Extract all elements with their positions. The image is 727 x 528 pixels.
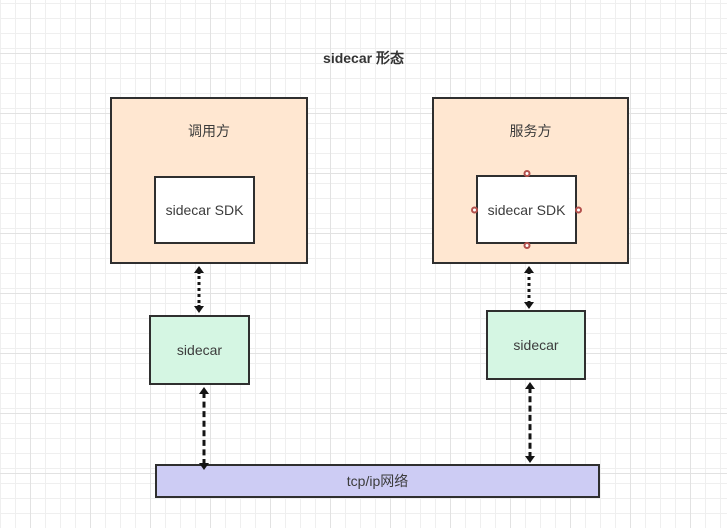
arrowhead-up-icon xyxy=(194,266,204,273)
arrow-caller-sidecar-network[interactable] xyxy=(197,387,211,470)
arrow-provider-sidecar[interactable] xyxy=(522,266,536,309)
arrowhead-down-icon xyxy=(194,306,204,313)
arrowhead-up-icon xyxy=(524,266,534,273)
connection-handle-left[interactable] xyxy=(471,206,478,213)
arrowhead-up-icon xyxy=(199,387,209,394)
arrow-line xyxy=(527,271,531,304)
node-caller-label: 调用方 xyxy=(188,123,230,139)
node-caller-sidecar[interactable]: sidecar xyxy=(149,315,250,385)
arrow-line xyxy=(197,271,201,308)
node-caller-sidecar-label: sidecar xyxy=(176,342,223,358)
node-network[interactable]: tcp/ip网络 xyxy=(155,464,600,498)
node-caller-sdk-label: sidecar SDK xyxy=(165,202,244,218)
arrow-line xyxy=(528,387,532,458)
arrowhead-down-icon xyxy=(525,456,535,463)
node-provider-sidecar-label: sidecar xyxy=(513,337,559,353)
arrow-provider-sidecar-network[interactable] xyxy=(523,382,537,463)
arrow-caller-sidecar[interactable] xyxy=(192,266,206,313)
connection-handle-bottom[interactable] xyxy=(523,242,530,249)
arrowhead-down-icon xyxy=(524,302,534,309)
node-provider-sdk-label: sidecar SDK xyxy=(487,201,566,218)
arrow-line xyxy=(202,392,206,465)
connection-handle-right[interactable] xyxy=(575,206,582,213)
node-provider-label: 服务方 xyxy=(509,123,552,139)
arrowhead-up-icon xyxy=(525,382,535,389)
node-provider-sdk[interactable]: sidecar SDK xyxy=(471,170,582,249)
node-provider-sidecar[interactable]: sidecar xyxy=(486,310,586,380)
connection-handle-top[interactable] xyxy=(523,170,530,177)
arrowhead-down-icon xyxy=(199,463,209,470)
diagram-title[interactable]: sidecar 形态 xyxy=(323,50,404,66)
node-network-label: tcp/ip网络 xyxy=(346,473,409,489)
node-caller-sdk[interactable]: sidecar SDK xyxy=(154,176,255,244)
